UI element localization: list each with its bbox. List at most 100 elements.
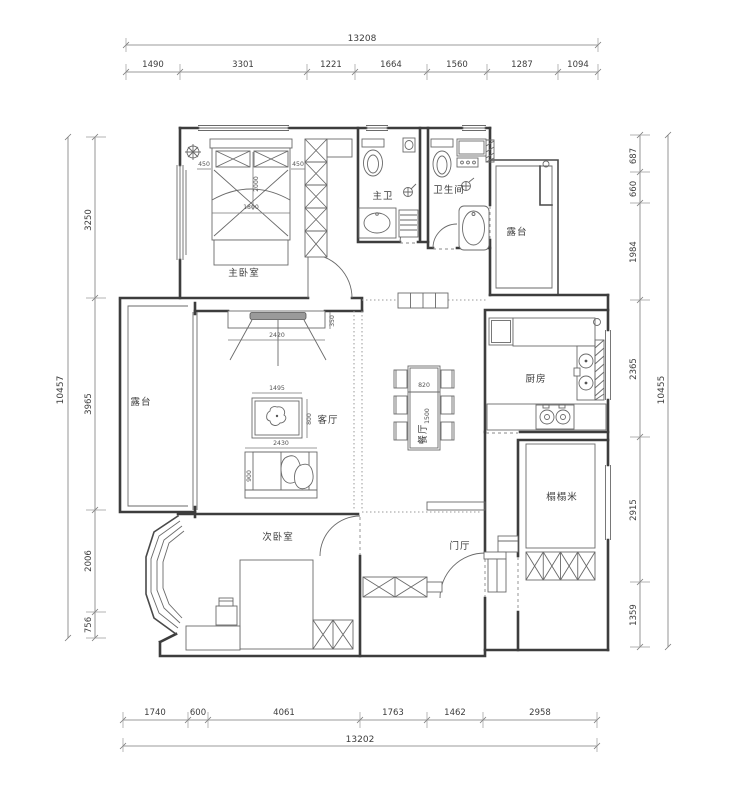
dim-right-seg-5: 1359 bbox=[629, 604, 639, 626]
room-label-living-room: 客厅 bbox=[317, 414, 338, 426]
dim-left-overall: 10457 bbox=[56, 376, 66, 405]
wardrobe bbox=[304, 138, 353, 258]
coffee-table bbox=[251, 397, 303, 439]
wash-basin-small bbox=[402, 137, 416, 153]
dim-top-overall: 13208 bbox=[348, 34, 377, 44]
dim-right-seg-4: 2915 bbox=[629, 499, 639, 521]
fridge bbox=[488, 317, 514, 346]
radiator bbox=[594, 339, 605, 401]
bathroom: 卫生间 bbox=[430, 138, 490, 251]
floor-drain-icon bbox=[403, 183, 417, 197]
tatami-platform bbox=[525, 443, 596, 549]
room-label-tatami: 榻榻米 bbox=[546, 491, 578, 503]
dim-bottom-seg-5: 2958 bbox=[529, 708, 551, 718]
room-label-master-bath: 主卫 bbox=[372, 190, 393, 202]
bathtub bbox=[458, 205, 490, 251]
dim-right-seg-3: 2365 bbox=[629, 358, 639, 380]
dining-chairs bbox=[393, 369, 455, 441]
dim-right-seg-2: 1984 bbox=[629, 241, 639, 263]
dim-bottom-seg-1: 600 bbox=[190, 708, 206, 718]
dim-top-seg-0: 1490 bbox=[142, 60, 164, 70]
walls bbox=[118, 125, 611, 658]
sink-cabinet bbox=[358, 207, 397, 239]
dim-dining-table-length: 1500 bbox=[424, 408, 431, 424]
kitchen-counter-top bbox=[512, 317, 596, 347]
dim-bottom-seg-0: 1740 bbox=[144, 708, 166, 718]
dim-dining-table-width: 820 bbox=[418, 382, 430, 389]
gas-point-icon bbox=[593, 318, 601, 326]
towel-rack bbox=[398, 209, 419, 238]
terrace-northeast: 露台 bbox=[495, 160, 553, 289]
wardrobe bbox=[312, 619, 354, 650]
cabinet bbox=[456, 138, 487, 168]
dim-coffee-table-width: 1495 bbox=[269, 385, 285, 392]
dim-bed-clear-right: 450 bbox=[292, 161, 304, 168]
room-label-terrace-west: 露台 bbox=[130, 396, 151, 408]
second-bedroom: 次卧室 bbox=[145, 514, 354, 651]
dim-bottom-seg-3: 1763 bbox=[382, 708, 404, 718]
bed bbox=[239, 559, 314, 650]
room-label-dining-room: 餐厅 bbox=[417, 423, 429, 444]
hallway-cabinet bbox=[397, 292, 449, 309]
living-room: 2420 350 1495 800 2430 900 客厅 bbox=[227, 310, 338, 499]
dimension-chain-top: 13208 1490 3301 1221 1664 1560 1287 1094 bbox=[122, 34, 602, 80]
stove bbox=[535, 404, 575, 430]
room-label-kitchen: 厨房 bbox=[525, 373, 546, 385]
ceiling-light-icon bbox=[185, 144, 201, 160]
dim-top-seg-5: 1287 bbox=[511, 60, 533, 70]
sofa bbox=[244, 451, 318, 499]
room-label-bathroom: 卫生间 bbox=[433, 184, 465, 196]
dimension-chain-bottom: 1740 600 4061 1763 1462 2958 13202 bbox=[119, 708, 601, 752]
dim-right-overall: 10455 bbox=[657, 376, 667, 405]
dresser bbox=[185, 625, 241, 651]
dim-top-seg-6: 1094 bbox=[567, 60, 589, 70]
faucet-icon bbox=[461, 177, 475, 191]
tatami-storage bbox=[525, 551, 596, 581]
room-label-terrace-ne: 露台 bbox=[506, 226, 527, 238]
dim-bed-length: 2000 bbox=[253, 176, 260, 192]
dim-bed-width: 1800 bbox=[243, 204, 259, 211]
dimension-chain-right: 687 660 1984 2365 2915 1359 10455 bbox=[629, 131, 672, 651]
dining-table bbox=[407, 365, 441, 451]
dim-sofa-width: 2430 bbox=[273, 440, 289, 447]
dim-top-seg-4: 1560 bbox=[446, 60, 468, 70]
dim-left-seg-2: 2006 bbox=[84, 550, 94, 572]
dim-tv-cabinet-depth: 350 bbox=[329, 315, 336, 327]
dim-bottom-overall: 13202 bbox=[346, 735, 375, 745]
master-bedroom: 450 450 2000 1800 主卧室 bbox=[185, 138, 353, 279]
dim-top-seg-2: 1221 bbox=[320, 60, 342, 70]
dim-left-seg-0: 3250 bbox=[84, 209, 94, 231]
dining-room: 820 1500 餐厅 bbox=[393, 365, 455, 451]
dim-bed-clear-left: 450 bbox=[198, 161, 210, 168]
shoe-cabinet bbox=[362, 576, 443, 598]
dim-sofa-depth: 900 bbox=[246, 470, 253, 482]
dim-tv-wall-width: 2420 bbox=[269, 332, 285, 339]
dim-bottom-seg-2: 4061 bbox=[273, 708, 295, 718]
side-cabinet bbox=[497, 535, 519, 553]
dim-right-seg-0: 687 bbox=[629, 148, 639, 164]
room-label-foyer: 门厅 bbox=[449, 540, 470, 552]
foyer-threshold bbox=[426, 501, 486, 511]
double-sink bbox=[573, 353, 594, 391]
terrace-west: 露台 bbox=[127, 305, 188, 507]
double-bed bbox=[209, 138, 293, 266]
doors bbox=[307, 206, 519, 611]
nightstand bbox=[215, 597, 238, 626]
entry-door-step bbox=[483, 551, 507, 593]
foyer: 门厅 bbox=[362, 501, 507, 598]
master-bath: 主卫 bbox=[358, 137, 419, 239]
dimension-chain-left: 10457 3250 3965 2006 756 bbox=[56, 133, 106, 642]
toilet bbox=[430, 138, 454, 178]
room-label-master-bedroom: 主卧室 bbox=[228, 267, 260, 279]
tatami-room: 榻榻米 bbox=[497, 443, 596, 581]
kitchen: 厨房 bbox=[486, 317, 607, 431]
dim-bottom-seg-4: 1462 bbox=[444, 708, 466, 718]
tv-cabinet bbox=[227, 310, 327, 366]
dim-left-seg-3: 756 bbox=[84, 617, 94, 633]
dim-coffee-table-depth: 800 bbox=[306, 413, 313, 425]
dim-top-seg-3: 1664 bbox=[380, 60, 402, 70]
dim-top-seg-1: 3301 bbox=[232, 60, 254, 70]
bay-window bbox=[145, 514, 185, 636]
